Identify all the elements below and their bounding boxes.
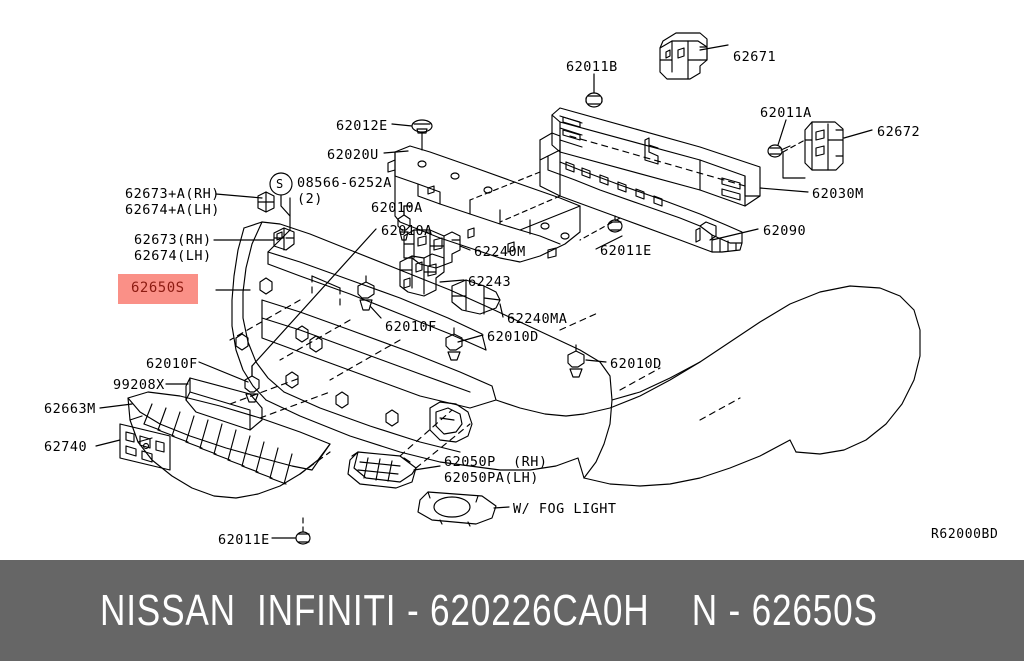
callout-label-62020u[interactable]: 62020U [327, 147, 379, 163]
callout-label-62674-lh[interactable]: 62674(LH) [134, 248, 212, 264]
exploded-parts-artwork [95, 32, 921, 545]
diagram-canvas: S 62011B 62671 62011A 62672 62030M 62090 62011… [44, 32, 999, 548]
part-62011a-bolt [767, 144, 791, 158]
callout-label-62011e[interactable]: 62011E [600, 243, 652, 259]
callout-label-62672[interactable]: 62672 [877, 124, 921, 140]
footer-title-text: NISSAN INFINITI - 620226CA0H N - 62650S [100, 585, 878, 635]
part-62010d-clip-2 [567, 344, 585, 378]
part-62012e-grommet [411, 119, 433, 151]
callout-label-62090[interactable]: 62090 [763, 223, 807, 239]
leader-lines [95, 44, 873, 539]
callout-label-62674-a-lh[interactable]: 62674+A(LH) [125, 202, 220, 218]
callout-label-08566-6252a[interactable]: 08566-6252A [297, 175, 392, 191]
callout-label-62011e[interactable]: 62011E [218, 532, 270, 548]
callout-label-62012e[interactable]: 62012E [336, 118, 388, 134]
part-62740-shape [119, 423, 171, 471]
callout-label-62050p-rh[interactable]: 62050P (RH) [444, 454, 548, 470]
callout-label-62010d[interactable]: 62010D [610, 356, 662, 372]
callout-label-62010a[interactable]: 62010A [381, 223, 433, 239]
callout-label-62011a[interactable]: 62011A [760, 105, 812, 121]
callout-label-62010f[interactable]: 62010F [146, 356, 198, 372]
callout-label-62740[interactable]: 62740 [44, 439, 88, 455]
part-62673-bracket [273, 227, 295, 251]
callout-label-62663m[interactable]: 62663M [44, 401, 96, 417]
part-62010f-clip-middle [357, 275, 375, 311]
callout-label-w-fog-light[interactable]: W/ FOG LIGHT [513, 501, 617, 517]
drawing-reference-code: R62000BD [931, 527, 999, 542]
callout-label-62671[interactable]: 62671 [733, 49, 777, 65]
circle-s-marker [269, 172, 293, 196]
highlighted-part-number[interactable]: 62650S [118, 274, 198, 304]
part-62020u-shape [387, 145, 581, 263]
callout-label-99208x[interactable]: 99208X [113, 377, 165, 393]
part-62090-shape [551, 107, 761, 207]
callout-label-62673-rh[interactable]: 62673(RH) [134, 232, 212, 248]
callout-label-62011b[interactable]: 62011B [566, 59, 618, 75]
callout-label-62030m[interactable]: 62030M [812, 186, 864, 202]
callout-label-62010d[interactable]: 62010D [487, 329, 539, 345]
callout-label-62010a[interactable]: 62010A [371, 200, 423, 216]
part-62650s-bumper-fascia [229, 221, 921, 487]
part-62240m-shape [403, 229, 461, 269]
part-62030m-shape [469, 132, 743, 253]
callout-label-62240ma[interactable]: 62240MA [507, 311, 568, 327]
callout-label-62010f[interactable]: 62010F [385, 319, 437, 335]
part-62011e-bolt-lower [295, 513, 311, 545]
callout-label-62240m[interactable]: 62240M [474, 244, 526, 260]
diagram-footer-bar: NISSAN INFINITI - 620226CA0H N - 62650S [0, 560, 1024, 661]
part-62010d-clip-1 [445, 327, 463, 361]
part-62672-shape [804, 121, 844, 171]
part-62240ma-shape [451, 279, 501, 315]
part-fog-light-cover-shape [417, 491, 497, 527]
callout-label-62673-a-rh[interactable]: 62673+A(RH) [125, 186, 220, 202]
part-62663m-shape [127, 391, 331, 499]
part-62673a-bracket [257, 191, 275, 213]
circle-s-letter: S [276, 177, 284, 191]
part-62050p-shape [347, 451, 417, 489]
callout-label-2[interactable]: (2) [297, 191, 323, 207]
part-62011e-bolt-upper [607, 215, 623, 233]
part-62671-shape [659, 32, 708, 80]
callout-label-62243[interactable]: 62243 [468, 274, 512, 290]
part-62011b-bolt [585, 92, 603, 108]
callout-label-62050pa-lh[interactable]: 62050PA(LH) [444, 470, 539, 486]
part-62243-shape [399, 253, 445, 297]
part-99208x-shape [185, 377, 263, 431]
